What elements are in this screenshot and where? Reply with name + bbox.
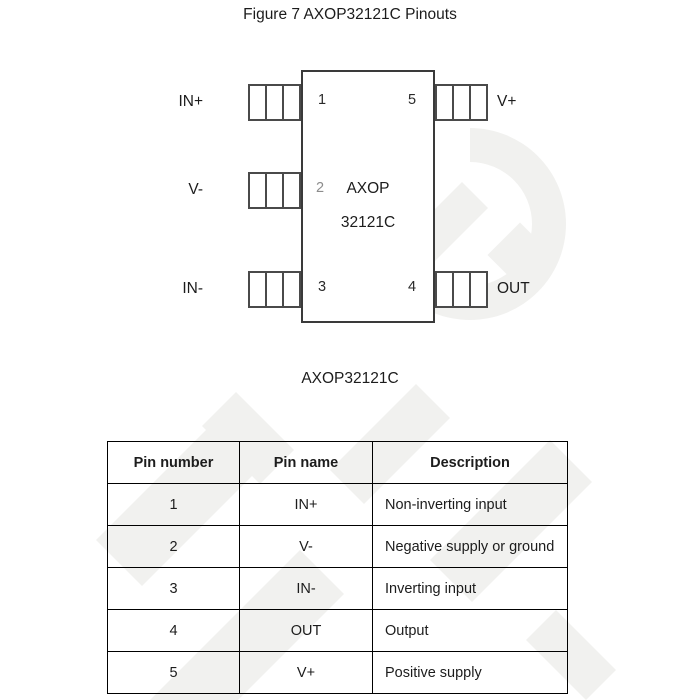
cell-pin-number: 2 (107, 525, 240, 568)
cell-description: Positive supply (372, 651, 568, 694)
table-row: 2 V- Negative supply or ground (107, 525, 568, 568)
table-header-row: Pin number Pin name Description (107, 441, 568, 484)
table-row: 1 IN+ Non-inverting input (107, 483, 568, 526)
cell-pin-number: 5 (107, 651, 240, 694)
cell-description: Negative supply or ground (372, 525, 568, 568)
table-row: 3 IN- Inverting input (107, 567, 568, 610)
cell-pin-number: 3 (107, 567, 240, 610)
cell-pin-number: 4 (107, 609, 240, 652)
lead-pin-3 (248, 270, 301, 309)
pin-number-2: 2 (316, 180, 325, 196)
pin-number-4: 4 (408, 279, 417, 295)
cell-pin-name: OUT (239, 609, 373, 652)
table-row: 4 OUT Output (107, 609, 568, 652)
cell-pin-name: IN+ (239, 483, 373, 526)
lead-pin-1 (248, 83, 301, 122)
pin-label-v-plus: V+ (497, 93, 517, 110)
cell-pin-name: V- (239, 525, 373, 568)
lead-pin-5 (435, 83, 488, 122)
pin-number-5: 5 (408, 92, 417, 108)
lead-pin-2 (248, 171, 301, 210)
package-pinout-diagram: AXOP 32121C 1 2 3 4 5 IN+ V- IN- OUT V+ (178, 70, 530, 323)
cell-pin-name: V+ (239, 651, 373, 694)
table-row: 5 V+ Positive supply (107, 651, 568, 694)
pin-label-v-minus: V- (188, 181, 203, 198)
cell-pin-number: 1 (107, 483, 240, 526)
column-header-pin-name: Pin name (239, 441, 373, 484)
cell-description: Output (372, 609, 568, 652)
cell-description: Non-inverting input (372, 483, 568, 526)
pin-description-table: Pin number Pin name Description 1 IN+ No… (107, 441, 568, 694)
cell-description: Inverting input (372, 567, 568, 610)
pin-number-1: 1 (318, 92, 327, 108)
pin-label-out: OUT (497, 280, 530, 297)
ic-marking-line-2: 32121C (340, 214, 396, 231)
figure-title: Figure 7 AXOP32121C Pinouts (243, 6, 457, 23)
column-header-description: Description (372, 441, 568, 484)
column-header-pin-number: Pin number (107, 441, 240, 484)
pin-label-in-plus: IN+ (178, 93, 203, 110)
pin-number-3: 3 (318, 279, 327, 295)
lead-pin-4 (435, 270, 488, 309)
part-number-caption: AXOP32121C (301, 370, 399, 387)
cell-pin-name: IN- (239, 567, 373, 610)
pin-label-in-minus: IN- (182, 280, 203, 297)
